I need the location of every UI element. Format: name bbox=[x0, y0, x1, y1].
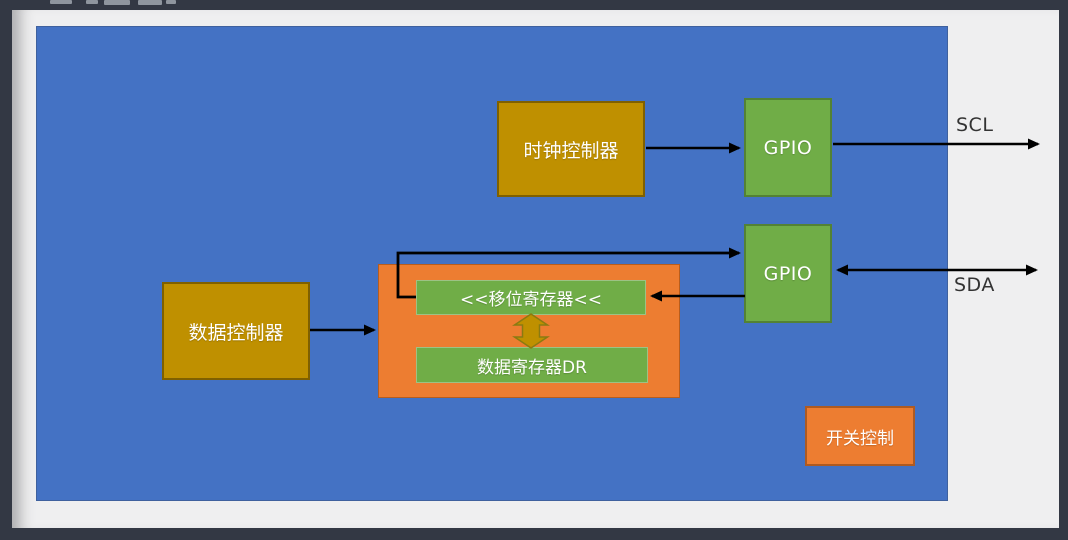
toolbar-fragment bbox=[86, 0, 98, 4]
shift-register-label: <<移位寄存器<< bbox=[460, 290, 602, 310]
switch-control-label: 开关控制 bbox=[826, 428, 894, 449]
clock-controller-block: 时钟控制器 bbox=[497, 101, 645, 197]
gpio-scl-block: GPIO bbox=[744, 98, 832, 197]
sda-label: SDA bbox=[954, 274, 995, 296]
gpio-scl-label: GPIO bbox=[763, 136, 813, 159]
clock-controller-label: 时钟控制器 bbox=[523, 139, 619, 162]
data-controller-block: 数据控制器 bbox=[162, 282, 310, 380]
gpio-sda-block: GPIO bbox=[744, 224, 832, 323]
shift-register-block: <<移位寄存器<< bbox=[416, 280, 646, 315]
toolbar-fragment bbox=[166, 0, 176, 4]
scl-label: SCL bbox=[956, 114, 994, 136]
toolbar-fragment-icon bbox=[50, 0, 72, 4]
gpio-sda-label: GPIO bbox=[763, 262, 813, 285]
switch-control-block: 开关控制 bbox=[805, 406, 915, 466]
toolbar-fragment bbox=[104, 0, 130, 5]
toolbar-fragment bbox=[138, 0, 162, 5]
data-controller-label: 数据控制器 bbox=[188, 321, 284, 344]
data-register-block: 数据寄存器DR bbox=[416, 347, 648, 383]
data-register-label: 数据寄存器DR bbox=[477, 357, 587, 378]
